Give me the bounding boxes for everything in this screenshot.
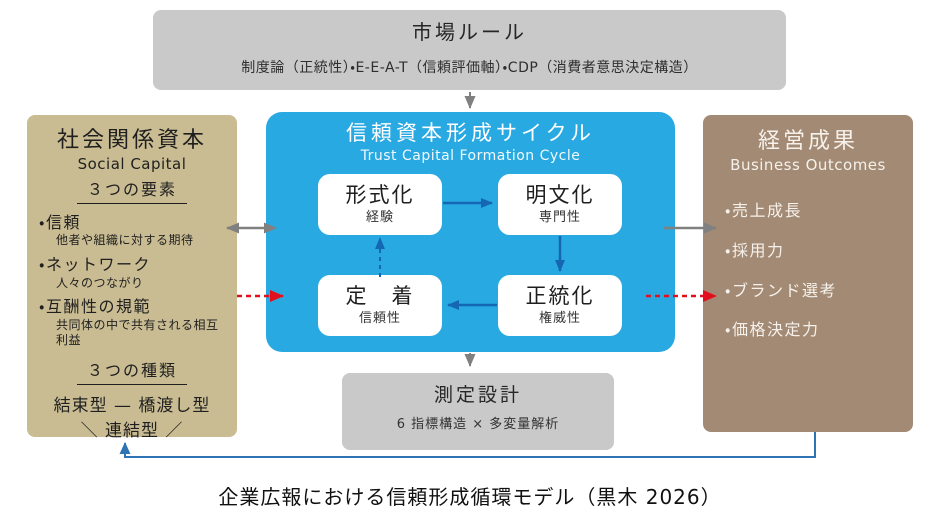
measurement-box: 測定設計 6 指標構造 × 多変量解析: [342, 373, 614, 450]
list-item: ・信頼 他者や組織に対する期待: [39, 212, 229, 249]
element-text: 互酬性の規範: [45, 297, 151, 317]
outcome-text: 売上成長: [731, 201, 802, 220]
element-text: ネットワーク: [45, 254, 151, 274]
business-outcomes-list: ・売上成長 ・採用力 ・ブランド選考 ・価格決定力: [703, 201, 913, 341]
list-item: ・採用力: [725, 241, 913, 262]
node-sublabel: 経験: [365, 210, 394, 226]
social-capital-title: 社会関係資本: [56, 128, 207, 153]
bullet-glyph: ・: [725, 280, 732, 300]
business-outcomes-title: 経営成果: [757, 129, 858, 154]
cycle-node-codification: 明文化 専門性: [498, 174, 622, 235]
node-sublabel: 専門性: [538, 210, 581, 226]
node-label: 明文化: [525, 183, 595, 208]
outcome-text: 採用力: [731, 240, 785, 260]
list-item: ・売上成長: [725, 201, 913, 222]
list-item: ・価格決定力: [725, 320, 913, 341]
bullet-glyph: ・: [725, 320, 732, 340]
cycle-node-formalization: 形式化 経験: [318, 174, 442, 235]
element-label: ・信頼: [39, 212, 229, 234]
social-capital-subtitle: Social Capital: [77, 154, 187, 173]
outcome-text: 価格決定力: [731, 320, 820, 340]
node-label: 形式化: [345, 183, 415, 208]
social-capital-elements-list: ・信頼 他者や組織に対する期待 ・ネットワーク 人々のつながり ・互酬性の規範 …: [27, 212, 237, 349]
list-item: ・ブランド選考: [725, 281, 913, 302]
cycle-node-settlement: 定 着 信頼性: [318, 275, 442, 336]
social-capital-types-bottom: ＼ 連結型 ／: [80, 420, 184, 441]
element-label: ・互酬性の規範: [39, 296, 229, 318]
cycle-node-legitimation: 正統化 権威性: [498, 275, 622, 336]
list-item: ・ネットワーク 人々のつながり: [39, 254, 229, 291]
bullet-glyph: ・: [39, 254, 46, 274]
node-label: 正統化: [525, 284, 595, 309]
bullet-glyph: ・: [39, 297, 46, 317]
social-capital-elements-heading: ３つの要素: [76, 180, 187, 204]
social-capital-box: 社会関係資本 Social Capital ３つの要素 ・信頼 他者や組織に対す…: [27, 115, 237, 441]
node-sublabel: 権威性: [538, 311, 581, 327]
social-capital-types-heading: ３つの種類: [76, 361, 187, 385]
trust-cycle-subtitle: Trust Capital Formation Cycle: [360, 148, 581, 165]
diagram-caption: 企業広報における信頼形成循環モデル（黒木 2026）: [218, 485, 722, 509]
bullet-glyph: ・: [725, 201, 732, 220]
business-outcomes-subtitle: Business Outcomes: [730, 155, 886, 174]
element-desc: 他者や組織に対する期待: [56, 233, 194, 248]
market-rules-subtitle: 制度論（正統性）・E-E-A-T（信頼評価軸）・CDP（消費者意思決定構造）: [241, 60, 698, 76]
social-capital-types-row: 結束型 — 橋渡し型: [53, 395, 211, 416]
element-desc: 人々のつながり: [56, 275, 144, 290]
list-item: ・互酬性の規範 共同体の中で共有される相互利益: [39, 296, 229, 349]
outcome-text: ブランド選考: [731, 280, 837, 300]
node-sublabel: 信頼性: [358, 311, 401, 327]
element-desc: 共同体の中で共有される相互利益: [56, 317, 219, 348]
node-label: 定 着: [345, 284, 415, 309]
bullet-glyph: ・: [725, 240, 732, 260]
market-rules-box: 市場ルール 制度論（正統性）・E-E-A-T（信頼評価軸）・CDP（消費者意思決…: [153, 10, 786, 90]
element-text: 信頼: [45, 212, 81, 232]
trust-cycle-box: 信頼資本形成サイクル Trust Capital Formation Cycle…: [266, 112, 675, 352]
element-label: ・ネットワーク: [39, 254, 229, 276]
business-outcomes-box: 経営成果 Business Outcomes ・売上成長 ・採用力 ・ブランド選…: [703, 115, 913, 432]
measurement-title: 測定設計: [433, 384, 522, 406]
measurement-subtitle: 6 指標構造 × 多変量解析: [396, 416, 560, 432]
market-rules-title: 市場ルール: [412, 20, 527, 44]
bullet-glyph: ・: [39, 212, 46, 232]
trust-cycle-title: 信頼資本形成サイクル: [346, 121, 595, 145]
